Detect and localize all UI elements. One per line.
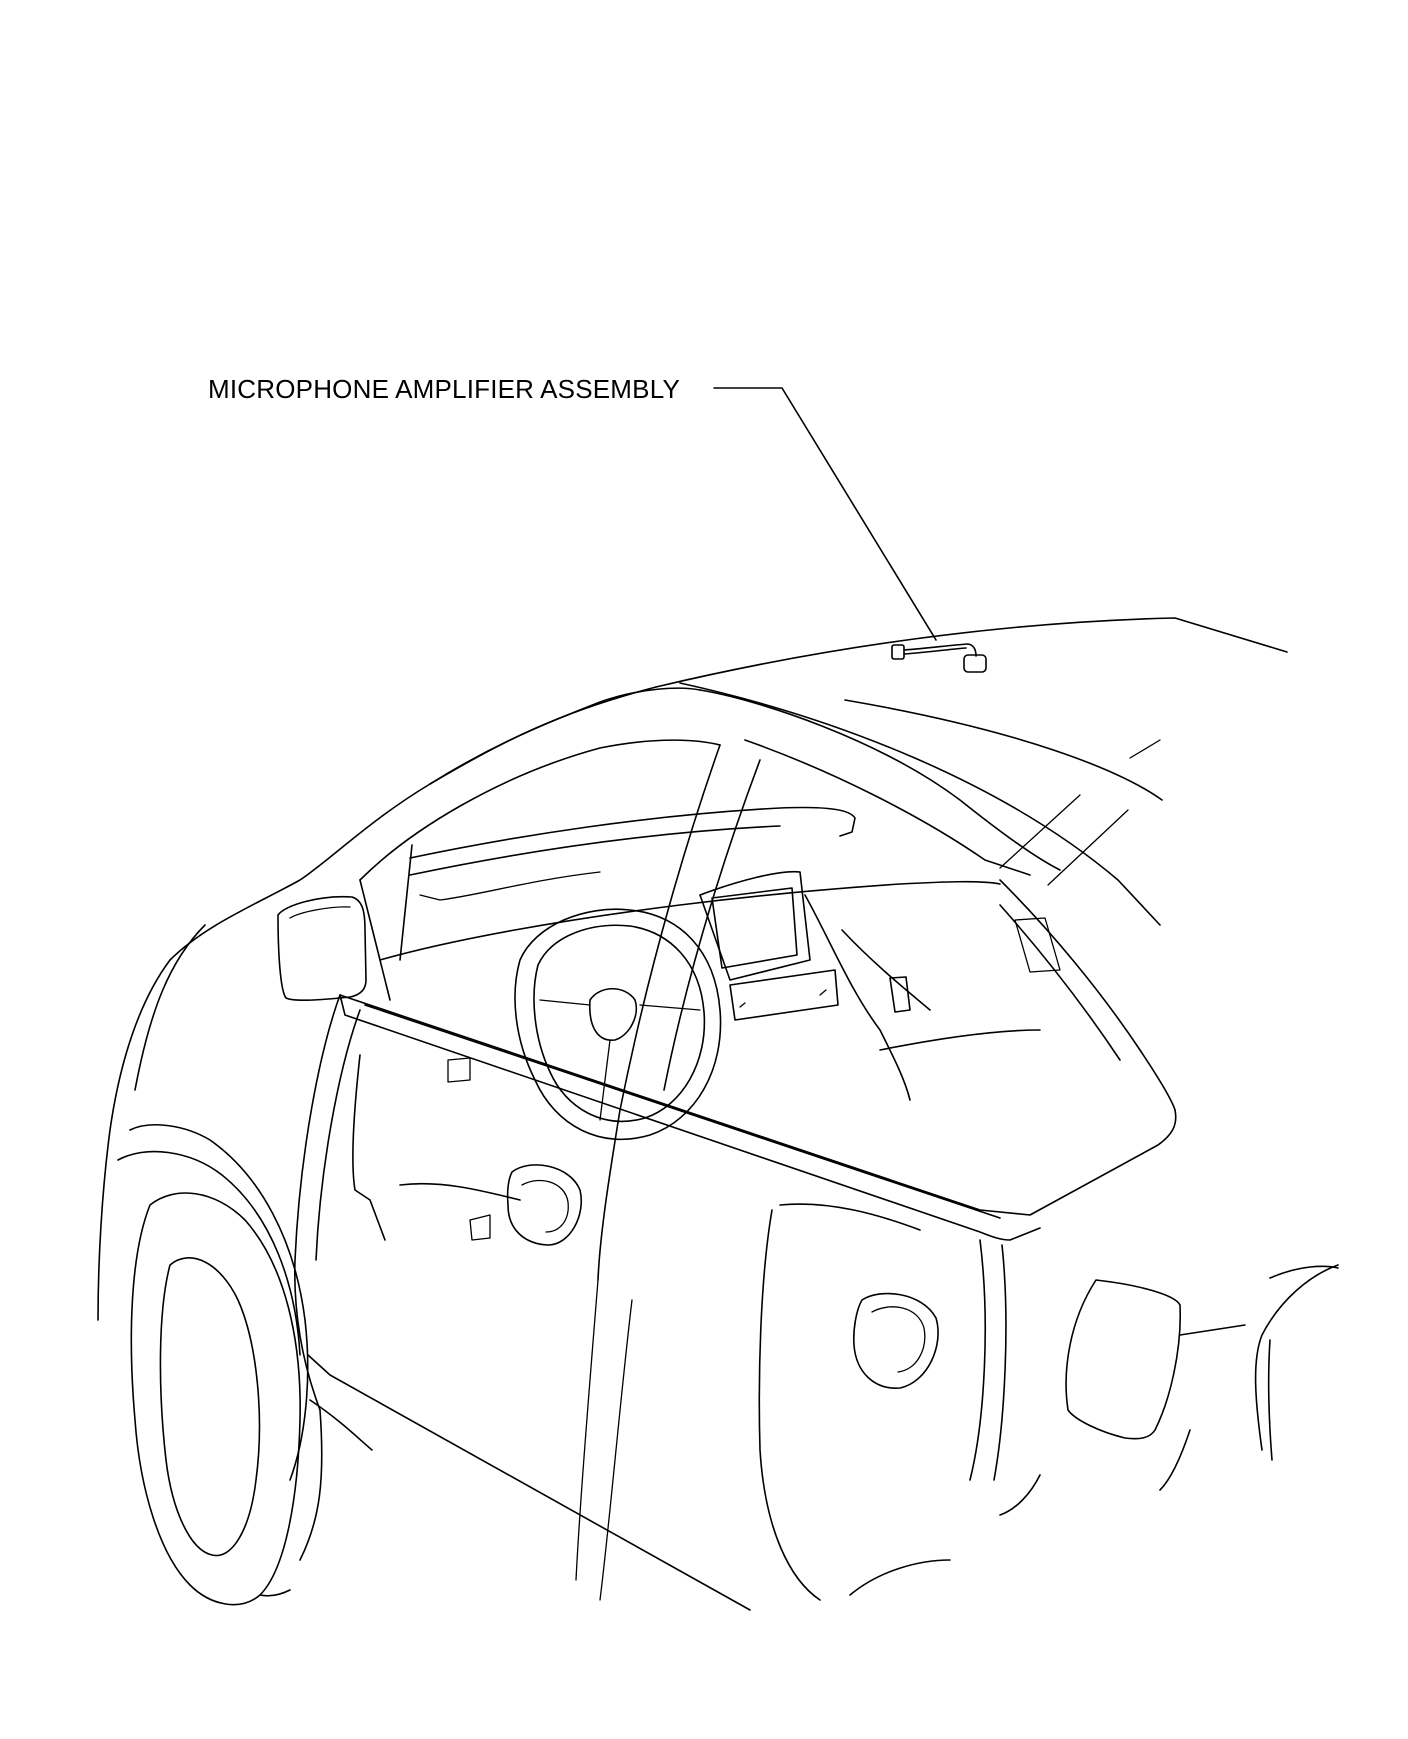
- windshield-frame: [169, 687, 1061, 1001]
- callout-label: MICROPHONE AMPLIFIER ASSEMBLY: [208, 374, 680, 404]
- front-wheel: [97, 924, 309, 1606]
- callout-leader-line: [713, 387, 937, 641]
- microphone-amplifier-assembly: [891, 643, 987, 673]
- front-door: [293, 879, 1177, 1411]
- roof-panel: [429, 617, 1288, 926]
- dashboard: [379, 806, 1061, 1101]
- rear-door-handle: [853, 1292, 939, 1389]
- b-pillar: [575, 744, 761, 1601]
- steering-wheel: [514, 908, 722, 1141]
- rear-door: [758, 1203, 1007, 1601]
- lower-body: [299, 1354, 751, 1611]
- front-door-handle: [506, 1164, 582, 1246]
- fuel-lid: [1065, 1279, 1182, 1440]
- rear-quarter-panel: [999, 1264, 1339, 1516]
- side-mirror: [277, 895, 367, 1002]
